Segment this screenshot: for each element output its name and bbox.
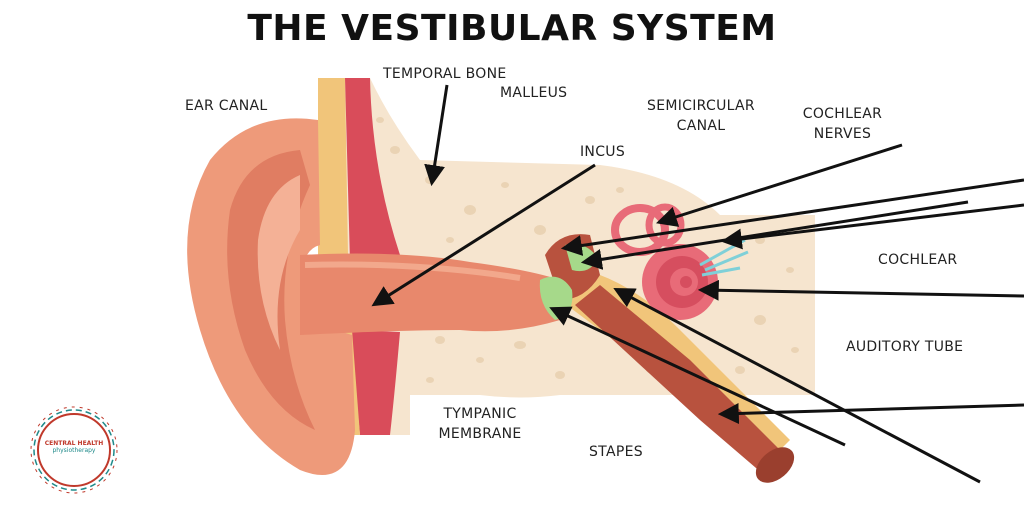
arrow-cochlear-nerve-side: [720, 203, 1024, 250]
label-tympanic-line1: TYMPANIC: [443, 406, 517, 422]
label-semicircular-line2: CANAL: [676, 118, 726, 134]
arrow-tympanic-membrane: [549, 306, 846, 447]
label-malleus: MALLEUS: [500, 85, 568, 101]
arrow-temporal-bone: [424, 84, 449, 187]
label-auditory-tube: AUDITORY TUBE: [846, 339, 964, 355]
label-cochlear-nerves: COCHLEAR NERVES: [795, 104, 890, 144]
logo-text: CENTRAL HEALTH physiotherapy: [34, 440, 114, 454]
label-cochlear-nerves-line2: NERVES: [813, 126, 872, 142]
label-cochlear-nerves-line1: COCHLEAR: [802, 106, 883, 122]
outer-ear-pinna: [187, 118, 355, 475]
arrow-semicircular-1: [560, 178, 1024, 256]
arrow-cochlear: [697, 279, 1024, 301]
label-incus: INCUS: [580, 144, 626, 160]
label-semicircular-canal: SEMICIRCULAR CANAL: [642, 96, 760, 136]
central-health-logo: [30, 406, 118, 494]
label-tympanic-membrane: TYMPANIC MEMBRANE: [430, 404, 530, 444]
arrow-incus: [371, 163, 596, 307]
logo-line1: CENTRAL HEALTH: [44, 440, 104, 447]
label-ear-canal: EAR CANAL: [185, 98, 268, 114]
arrow-cochlear-nerves: [655, 143, 903, 227]
page-title: THE VESTIBULAR SYSTEM: [247, 8, 777, 49]
arrow-stapes: [613, 288, 981, 484]
logo-line2: physiotherapy: [52, 447, 96, 454]
label-temporal-bone: TEMPORAL BONE: [383, 66, 507, 82]
label-stapes: STAPES: [589, 444, 643, 460]
arrow-semicircular-2: [580, 200, 969, 270]
label-tympanic-line2: MEMBRANE: [438, 426, 522, 442]
leader-arrows: [371, 84, 1024, 484]
label-semicircular-line1: SEMICIRCULAR: [647, 98, 755, 114]
label-cochlear: COCHLEAR: [878, 252, 958, 268]
